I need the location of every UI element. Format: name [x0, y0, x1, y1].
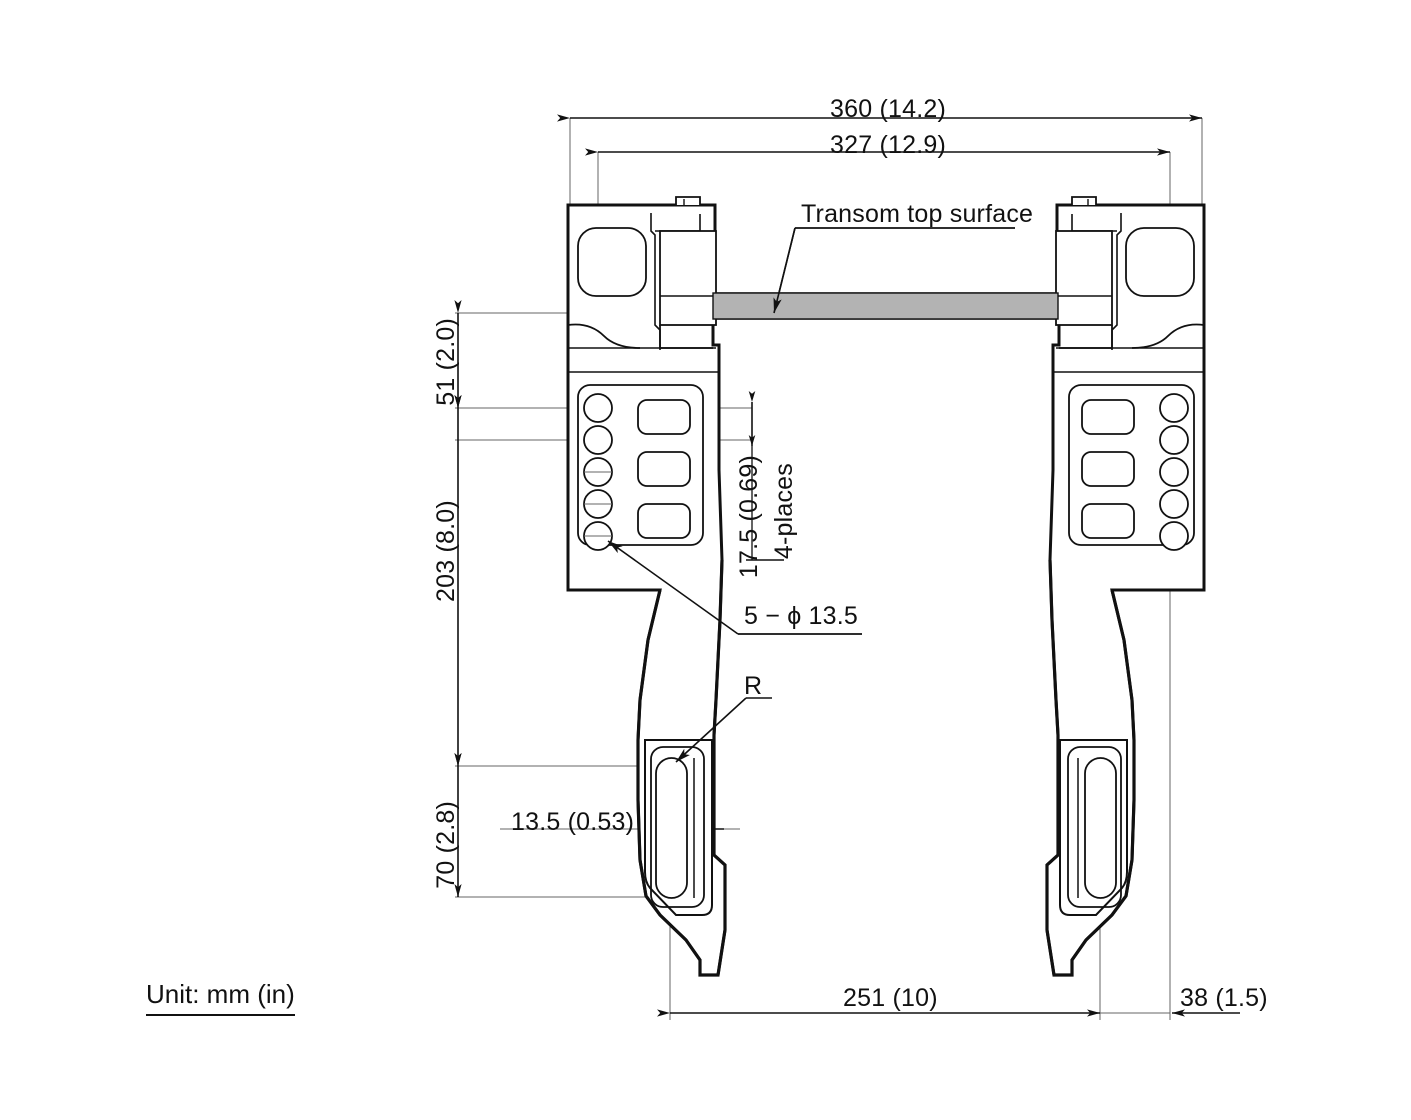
rib-slots-left	[637, 399, 691, 539]
dimension-label-slot-width: 13.5 (0.53)	[511, 808, 635, 836]
rib-slots-right	[1081, 399, 1135, 539]
dimension-label-clamp-span: 251 (10)	[843, 984, 938, 1012]
mounting-holes-right	[1159, 393, 1189, 551]
dimension-label-slot-height: 70 (2.8)	[432, 801, 460, 889]
dimension-label-overall-width: 360 (14.2)	[830, 95, 946, 123]
places-callout-label: 4-places	[770, 463, 798, 560]
right-bracket	[1045, 196, 1206, 977]
dimension-hole-pitch	[746, 391, 784, 561]
radius-callout-label: R	[744, 672, 763, 700]
transom-band-overlay	[712, 292, 1059, 320]
unit-label: Unit: mm (in)	[146, 979, 295, 1016]
dimension-label-edge-offset: 38 (1.5)	[1180, 984, 1268, 1012]
dimension-label-hole-pitch: 17.5 (0.69)	[735, 455, 763, 579]
radius-callout-leader	[675, 697, 772, 763]
transom-label-leader-overlay	[773, 227, 1015, 314]
holes-callout-label: 5 − ϕ 13.5	[744, 602, 858, 630]
dimension-label-top-offset: 51 (2.0)	[432, 318, 460, 406]
dimension-label-hole-band-height: 203 (8.0)	[432, 500, 460, 602]
dimension-label-inner-width: 327 (12.9)	[830, 131, 946, 159]
transom-top-surface-label: Transom top surface	[801, 200, 1034, 228]
left-bracket	[566, 196, 727, 977]
